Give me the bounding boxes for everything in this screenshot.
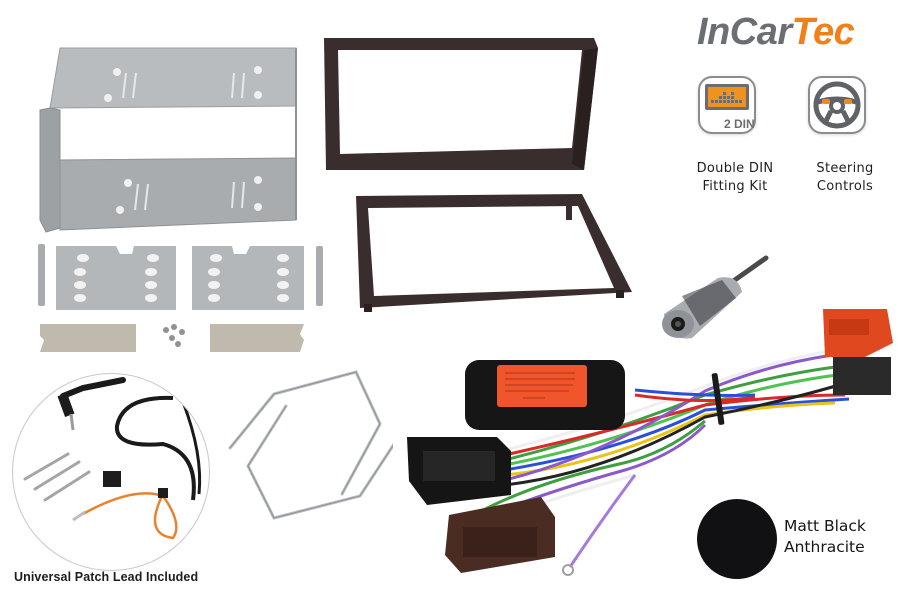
feature-label-line1: Double DIN [696,161,774,176]
feature-label-line1: Steering [816,161,874,176]
logo-part-tec: Tec [791,11,855,53]
finish-color-swatch [697,499,777,579]
patch-lead-caption: Universal Patch Lead Included [14,570,199,584]
universal-patch-lead-image [12,373,210,571]
front-fascia-frame [322,36,600,174]
rear-fascia-frame [350,192,635,314]
feature-label-steering: Steering Controls [790,160,900,196]
feature-label-line2: Fitting Kit [702,179,768,194]
finish-label-line1: Matt Black [784,517,866,535]
steering-controls-icon [808,76,866,134]
release-keys [228,368,393,528]
logo-part-incar: InCar [697,11,792,53]
side-mounting-brackets [36,240,336,360]
double-din-icon [698,76,756,134]
two-din-badge: 2 DIN [724,117,755,131]
steering-control-interface-harness [405,305,900,580]
feature-label-line2: Controls [816,179,874,194]
brand-logo: InCarTec [697,10,855,54]
antenna-adapter [652,252,772,348]
double-din-screen-icon [705,84,749,110]
finish-label: Matt Black Anthracite [784,516,866,558]
finish-label-line2: Anthracite [784,538,865,556]
steering-wheel-icon [813,81,861,129]
feature-label-double-din: Double DIN Fitting Kit [680,160,790,196]
double-din-metal-cage [38,40,303,235]
